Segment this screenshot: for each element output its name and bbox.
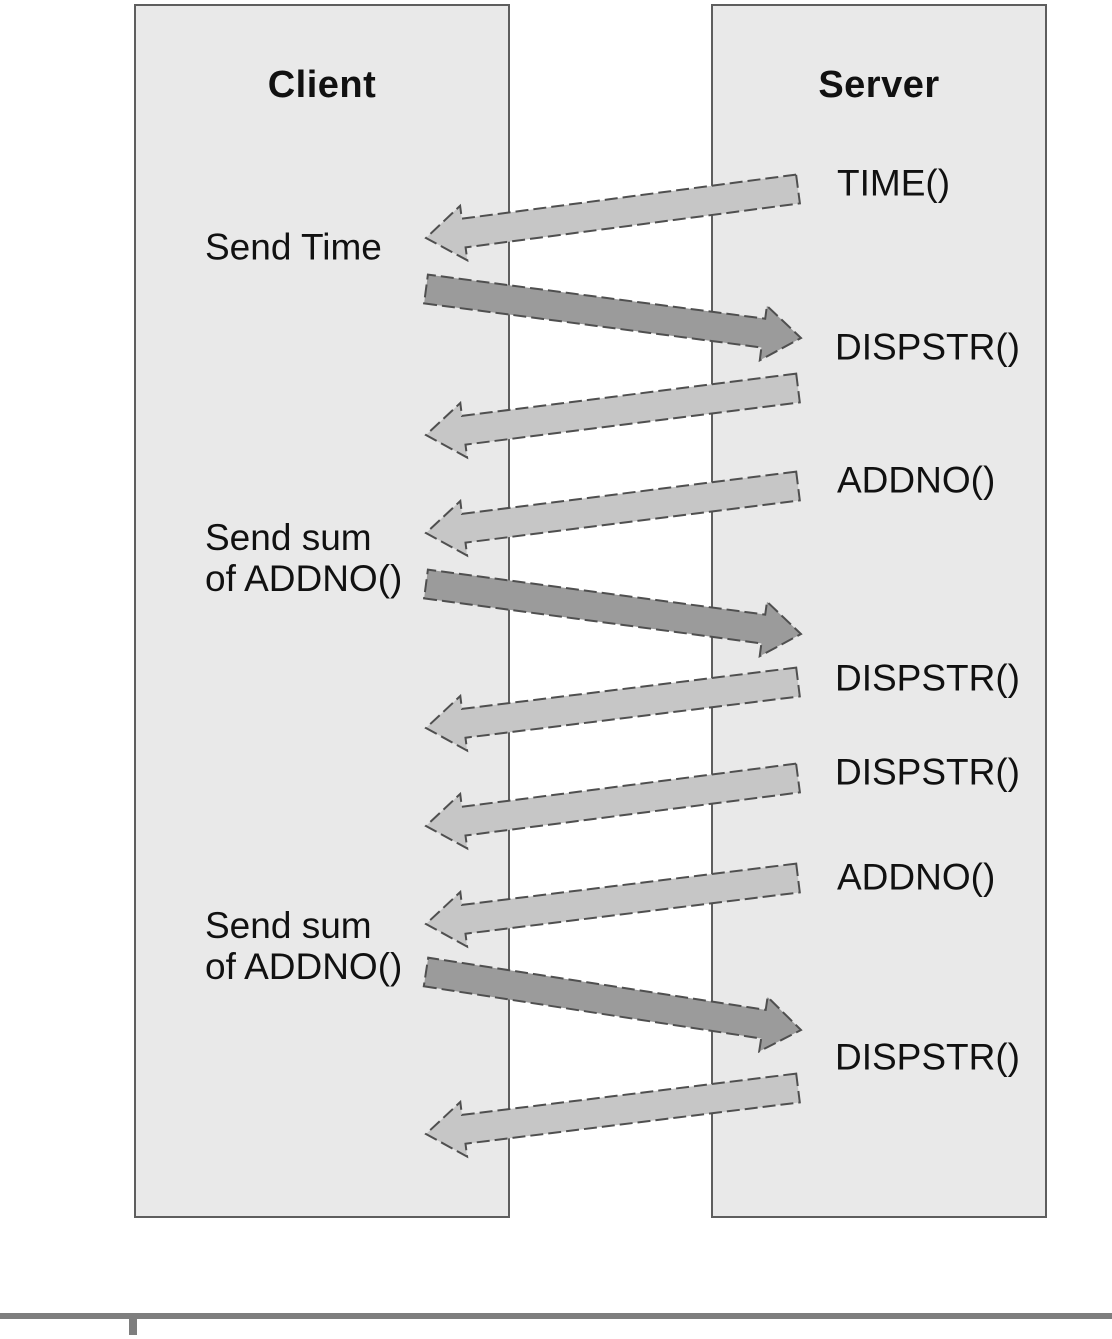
client-label: Send Time [205,226,382,268]
dispstr-call-arrow-2 [422,568,803,659]
server-label: ADDNO() [837,856,996,898]
server-title: Server [818,64,940,106]
addno-return-arrow-2 [424,862,801,949]
server-label: DISPSTR() [835,1036,1020,1078]
dispstr-return-arrow-3 [424,762,802,851]
server-label: DISPSTR() [835,326,1020,368]
server-label: DISPSTR() [835,751,1020,793]
dispstr-return-arrow-1 [424,372,801,460]
dispstr-return-arrow-4 [424,1072,801,1159]
client-label: Send sum of ADDNO() [205,517,403,599]
addno-return-arrow-1 [424,470,801,558]
footer-rule [0,1313,1112,1319]
client-label: Send sum of ADDNO() [205,905,403,987]
client-column: Client [134,4,510,1218]
client-title: Client [267,64,377,106]
server-label: ADDNO() [837,459,996,501]
server-label: TIME() [837,162,951,204]
server-label: DISPSTR() [835,657,1020,699]
time-return-arrow [424,173,802,263]
dispstr-call-arrow-1 [422,273,803,363]
dispstr-return-arrow-2 [424,666,801,753]
footer-tick [129,1313,137,1335]
dispstr-call-arrow-3 [422,956,803,1054]
